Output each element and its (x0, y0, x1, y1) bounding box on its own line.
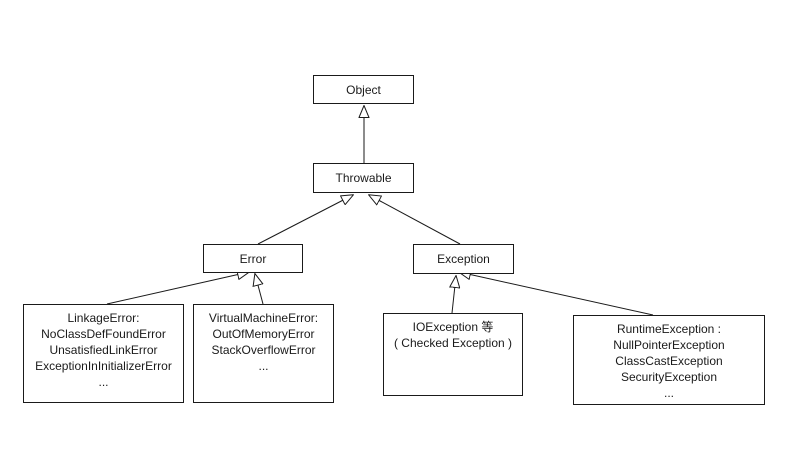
edge-linkageerror-to-error (106, 272, 249, 305)
node-linkage-error-line: ExceptionInInitializerError (35, 359, 172, 373)
node-vm-error-line: VirtualMachineError: (208, 311, 319, 325)
node-linkage-error-line: LinkageError: (67, 311, 140, 325)
node-runtime-exception-line: RuntimeException : (616, 322, 722, 336)
node-runtime-exception-line: ... (663, 386, 674, 400)
node-object: Object (313, 75, 414, 104)
node-vm-error-line: OutOfMemoryError (212, 327, 315, 341)
node-linkage-error-line: NoClassDefFoundError (41, 327, 166, 341)
node-linkage-error-line: ... (98, 375, 109, 389)
node-exception: Exception (413, 244, 514, 274)
node-runtime-exception-line: SecurityException (620, 370, 718, 384)
node-io-exception-line: IOException 等 (412, 320, 494, 334)
node-runtime-exception: RuntimeException : NullPointerException … (573, 315, 765, 405)
node-linkage-error: LinkageError: NoClassDefFoundError Unsat… (23, 304, 184, 403)
edge-ioexception-to-exception (452, 276, 456, 314)
node-vm-error-line: StackOverflowError (211, 343, 316, 357)
edge-error-to-throwable (257, 195, 353, 245)
node-runtime-exception-line: NullPointerException (613, 338, 725, 352)
node-io-exception-line: ( Checked Exception ) (393, 336, 513, 350)
edge-vmerror-to-error (255, 274, 264, 305)
node-virtual-machine-error: VirtualMachineError: OutOfMemoryError St… (193, 304, 334, 403)
node-runtime-exception-line: ClassCastException (615, 354, 723, 368)
node-error: Error (203, 244, 303, 273)
node-throwable-label: Throwable (335, 171, 392, 185)
node-exception-label: Exception (437, 252, 490, 266)
node-io-exception: IOException 等 ( Checked Exception ) (383, 313, 523, 396)
node-object-label: Object (346, 82, 381, 97)
node-linkage-error-line: UnsatisfiedLinkError (49, 343, 158, 357)
edge-runtimeexception-to-exception (459, 272, 654, 316)
node-error-label: Error (239, 251, 267, 266)
edge-exception-to-throwable (369, 195, 461, 245)
node-vm-error-line: ... (258, 359, 269, 373)
node-throwable: Throwable (313, 163, 414, 193)
